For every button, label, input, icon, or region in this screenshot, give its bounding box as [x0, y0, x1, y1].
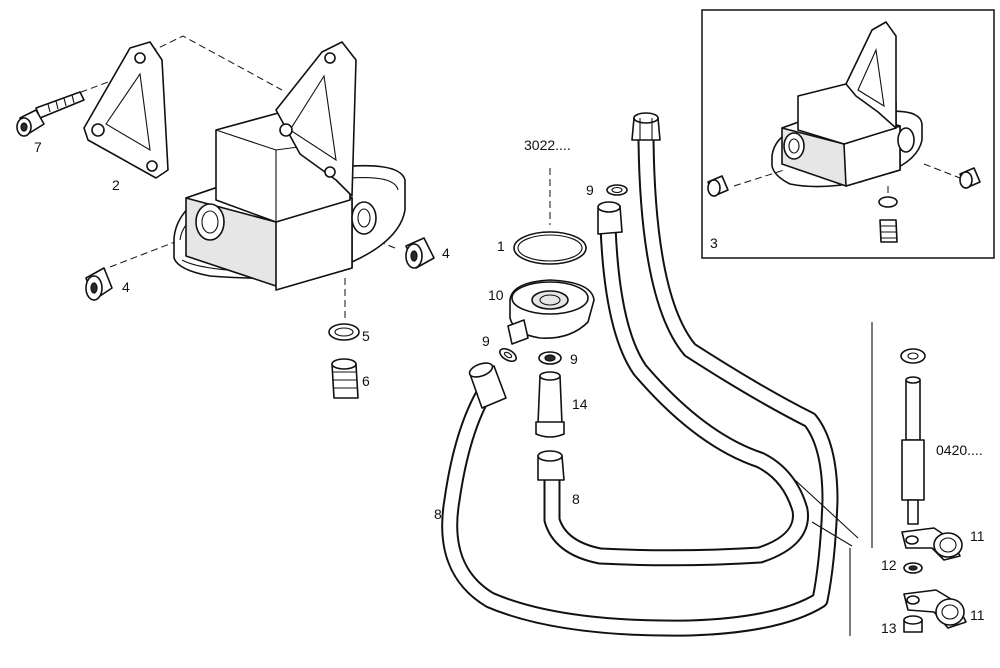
callout-6: 6 [362, 373, 370, 389]
hose-fitting-9-side [597, 201, 623, 235]
callout-1: 1 [497, 238, 505, 254]
sleeve-part-14 [535, 371, 565, 438]
callout-0420: 0420.... [936, 442, 983, 458]
leader-hose-a [794, 479, 859, 539]
callout-8-left: 8 [434, 506, 442, 522]
callout-2: 2 [112, 177, 120, 193]
rod-part-0420 [900, 348, 926, 525]
callout-3: 3 [710, 235, 718, 251]
callout-4-left: 4 [122, 279, 130, 295]
callout-13: 13 [881, 620, 897, 636]
callout-11-upper: 11 [970, 528, 985, 544]
clamp-part-11-lower [903, 589, 967, 629]
hose-fitting-left [468, 362, 507, 409]
leader-hose-b [811, 521, 853, 547]
callout-12: 12 [881, 557, 897, 573]
callout-14: 14 [572, 396, 588, 412]
o-ring-part-1 [513, 231, 587, 265]
washer-part-9-left [499, 347, 517, 363]
callout-labels: 7 2 3 4 4 5 6 3022.... 9 1 10 9 9 14 8 8… [34, 137, 985, 636]
callout-8-right: 8 [572, 491, 580, 507]
washer-part-12 [903, 562, 923, 574]
plug-part-4-right [405, 237, 435, 269]
adapter-part-10 [507, 279, 595, 345]
hose-part-8-top [441, 131, 839, 637]
clamp-part-11-upper [901, 527, 963, 561]
leader-lines [59, 35, 551, 320]
inset-box-part-3 [701, 9, 995, 259]
plug-part-4-left [85, 267, 113, 301]
washer-part-9-top [606, 184, 628, 196]
hose-part-8-long [543, 217, 809, 567]
washer-part-9-mid [538, 351, 562, 365]
callout-10: 10 [488, 287, 504, 303]
callout-7: 7 [34, 139, 42, 155]
nut-part-13 [903, 615, 923, 633]
callout-11-lower: 11 [970, 607, 985, 623]
hose-fitting-top [631, 112, 661, 141]
callout-9-mid: 9 [570, 351, 578, 367]
callout-9-top: 9 [586, 182, 594, 198]
bracket-part-2 [83, 41, 169, 179]
filter-head-assembly [173, 41, 406, 291]
callout-4-right: 4 [442, 245, 450, 261]
hose-fitting-bottom [537, 450, 565, 481]
callout-9-left: 9 [482, 333, 490, 349]
washer-part-5 [328, 323, 360, 341]
callout-5: 5 [362, 328, 370, 344]
callout-3022: 3022.... [524, 137, 571, 153]
bolt-part-7 [16, 91, 85, 137]
nipple-part-6 [331, 358, 359, 399]
